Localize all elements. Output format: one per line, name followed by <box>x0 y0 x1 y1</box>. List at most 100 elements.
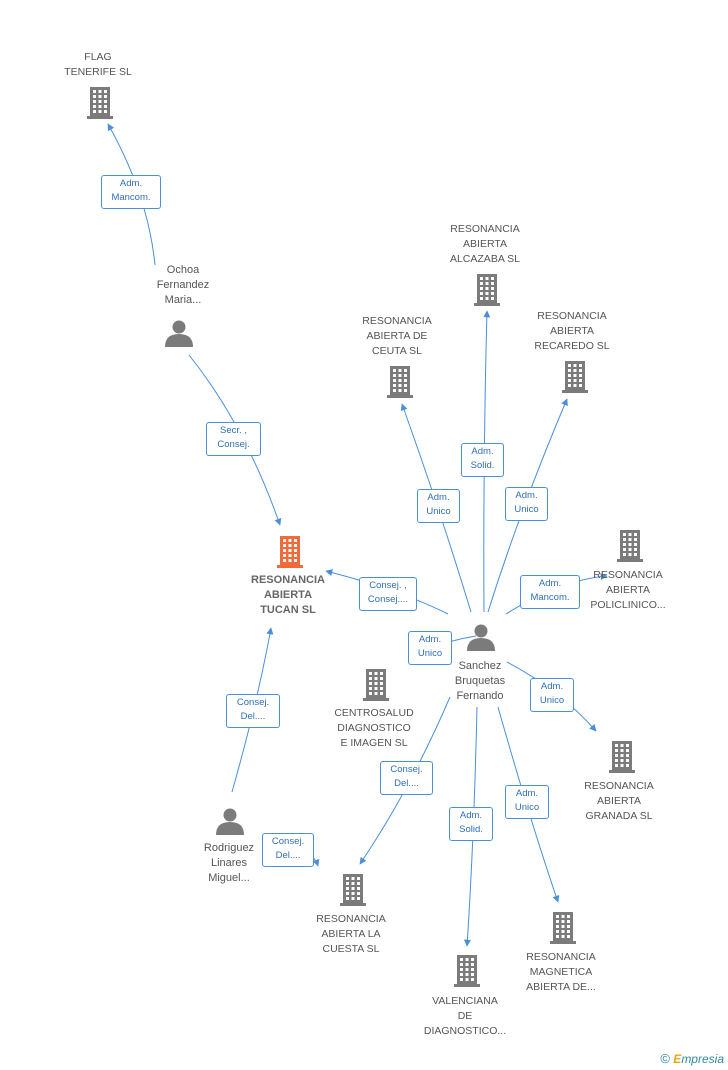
node-label-line: Fernando <box>456 690 504 702</box>
person-icon[interactable] <box>216 808 244 836</box>
edge-label-ochoa-to-tucan[interactable]: Secr. ,Consej. <box>206 422 261 456</box>
node-label-line: Miguel... <box>208 872 250 884</box>
edge-label-sanchez-to-policlinico[interactable]: Adm. Mancom. <box>520 575 580 609</box>
node-label-line: FLAG <box>84 51 112 63</box>
node-label-line: Sanchez <box>458 660 502 672</box>
node-label-line: Fernandez <box>156 279 210 291</box>
node-label-line: DE <box>457 1010 473 1022</box>
node-label-line: MAGNETICA <box>529 966 593 978</box>
node-label-line: CUESTA SL <box>322 943 380 955</box>
node-label-line: GRANADA SL <box>585 810 653 822</box>
node-label-line: Linares <box>210 857 248 869</box>
node-label-line: RESONANCIA <box>593 569 663 581</box>
edge-label-sanchez-to-cuesta[interactable]: Consej. Del.... <box>380 761 433 795</box>
node-label-line: VALENCIANA <box>432 995 498 1007</box>
edge-label-sanchez-to-magnetica[interactable]: Adm.Unico <box>505 785 549 819</box>
edge-label-line: Secr. , <box>220 425 247 436</box>
edge-label-line: Solid. <box>470 460 495 471</box>
edge-label-rodriguez-to-tucan[interactable]: Consej.Del.... <box>226 694 280 728</box>
edge-label-line: Consej. <box>390 764 423 775</box>
building-icon[interactable] <box>617 530 643 562</box>
edge-label-sanchez-to-tucan[interactable]: Consej. , Consej.... <box>359 577 417 611</box>
node-label-line: POLICLINICO... <box>590 599 666 611</box>
node-label-policlinico[interactable]: RESONANCIA ABIERTA POLICLINICO... <box>568 568 688 613</box>
edge-label-line: Consej. , <box>369 580 407 591</box>
node-label-line: ABIERTA <box>550 325 594 337</box>
copyright-symbol: © <box>660 1051 670 1066</box>
node-label-line: ABIERTA LA <box>321 928 381 940</box>
node-label-line: DIAGNOSTICO... <box>423 1025 507 1037</box>
node-label-line: ABIERTA DE... <box>526 981 596 993</box>
edge-label-line: Unico <box>426 506 451 517</box>
node-label-line: RESONANCIA <box>537 310 607 322</box>
node-label-line: RESONANCIA <box>251 574 325 586</box>
building-icon[interactable] <box>609 741 635 773</box>
node-label-line: TENERIFE SL <box>64 66 132 78</box>
node-label-magnetica[interactable]: RESONANCIA MAGNETICA ABIERTA DE... <box>501 950 621 995</box>
building-icon[interactable] <box>340 874 366 906</box>
edge-label-sanchez-to-centrosalud[interactable]: Adm.Unico <box>408 631 452 665</box>
node-label-line: Maria... <box>164 294 202 306</box>
edge-label-line: Mancom. <box>530 592 570 603</box>
edge-label-line: Del.... <box>394 778 419 789</box>
person-icon[interactable] <box>467 624 495 652</box>
person-icon[interactable] <box>165 320 193 348</box>
building-icon[interactable] <box>363 669 389 701</box>
edge-label-sanchez-to-valenciana[interactable]: Adm.Solid. <box>449 807 493 841</box>
node-label-line: Bruquetas <box>454 675 506 687</box>
node-label-cuesta[interactable]: RESONANCIA ABIERTA LA CUESTA SL <box>291 912 411 957</box>
building-icon[interactable] <box>550 912 576 944</box>
node-label-granada[interactable]: RESONANCIA ABIERTA GRANADA SL <box>559 779 679 824</box>
edge-label-sanchez-to-recaredo[interactable]: Adm.Unico <box>505 487 548 521</box>
node-label-line: ALCAZABA SL <box>449 253 521 265</box>
building-icon[interactable] <box>277 536 303 568</box>
edge-label-line: Unico <box>539 695 565 706</box>
node-label-flag[interactable]: FLAG TENERIFE SL <box>38 50 158 80</box>
edge-label-line: Unico <box>514 802 540 813</box>
brand-watermark: © Empresia <box>660 1051 724 1066</box>
edge-label-sanchez-to-ceuta[interactable]: Adm.Unico <box>417 489 460 523</box>
node-label-alcazaba[interactable]: RESONANCIA ABIERTA ALCAZABA SL <box>425 222 545 267</box>
edge-label-rodriguez-to-cuesta[interactable]: Consej. Del.... <box>262 833 314 867</box>
edge-label-line: Consej.... <box>367 594 409 605</box>
edge-label-line: Adm. <box>515 490 538 501</box>
edge-label-line: Mancom. <box>111 192 151 203</box>
building-icon[interactable] <box>87 87 113 119</box>
edge-label-line: Adm. <box>538 578 562 589</box>
node-label-valenciana[interactable]: VALENCIANA DE DIAGNOSTICO... <box>405 994 525 1039</box>
edge-label-sanchez-to-alcazaba[interactable]: Adm.Solid. <box>461 443 504 477</box>
node-label-line: ABIERTA <box>606 584 650 596</box>
building-icon[interactable] <box>387 366 413 398</box>
edge-label-ochoa-to-flag[interactable]: Adm. Mancom. <box>101 175 161 209</box>
node-label-recaredo[interactable]: RESONANCIA ABIERTA RECAREDO SL <box>512 309 632 354</box>
edge-label-line: Adm. <box>459 810 483 821</box>
node-label-line: ABIERTA <box>463 238 507 250</box>
node-label-line: RECAREDO SL <box>534 340 610 352</box>
node-label-line: RESONANCIA <box>526 951 596 963</box>
edge-label-line: Adm. <box>119 178 143 189</box>
edge-label-line: Del.... <box>275 850 301 861</box>
building-icon[interactable] <box>474 274 500 306</box>
node-label-line: ABIERTA <box>263 589 313 601</box>
brand-logo-e: E <box>673 1052 682 1066</box>
node-label-line: RESONANCIA <box>450 223 520 235</box>
node-label-line: CENTROSALUD <box>334 707 414 719</box>
edge-label-line: Consej. <box>236 697 270 708</box>
building-icon[interactable] <box>454 955 480 987</box>
node-label-line: RESONANCIA <box>584 780 654 792</box>
edge-label-line: Consej. <box>271 836 305 847</box>
node-label-line: RESONANCIA <box>316 913 386 925</box>
node-label-line: ABIERTA <box>597 795 641 807</box>
edge-label-line: Adm. <box>418 634 442 645</box>
node-label-line: Rodriguez <box>203 842 255 854</box>
edge-label-sanchez-to-granada[interactable]: Adm.Unico <box>530 678 574 712</box>
building-icon[interactable] <box>562 361 588 393</box>
